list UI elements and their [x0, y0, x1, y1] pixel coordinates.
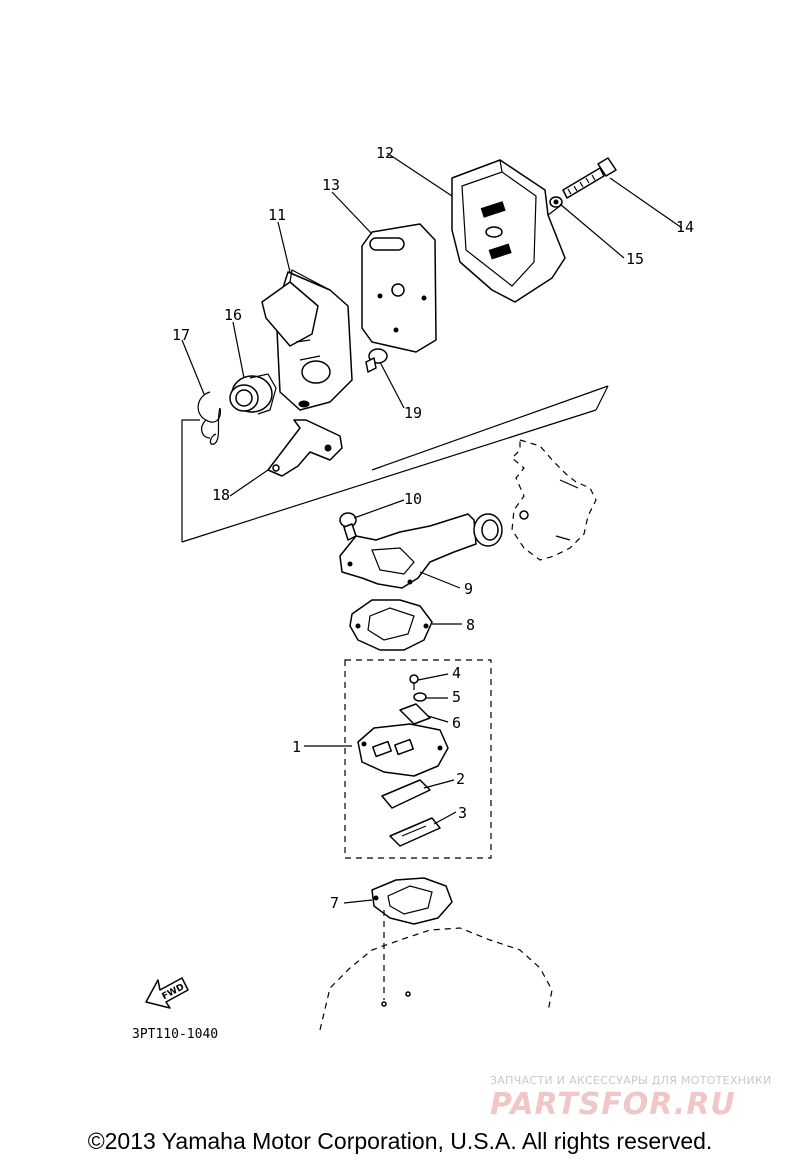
intake-joint — [229, 373, 277, 415]
callout-1: 1 — [292, 738, 301, 756]
manifold-bolt — [339, 512, 357, 541]
callout-17: 17 — [172, 326, 190, 344]
engine-outline-upper — [511, 439, 597, 561]
callout-14: 14 — [676, 218, 694, 236]
intake-manifold — [339, 513, 503, 589]
reed-valve-group-outline — [344, 659, 492, 859]
air-filter-element — [361, 223, 437, 353]
hose-clip — [197, 391, 221, 445]
callout-12: 12 — [376, 144, 394, 162]
mount-bracket — [267, 419, 343, 477]
callout-3: 3 — [458, 804, 467, 822]
reed-stopper — [399, 703, 431, 725]
callout-9: 9 — [464, 580, 473, 598]
reed-valve-assembly — [357, 723, 449, 777]
callout-5: 5 — [452, 688, 461, 706]
cylinder-gasket — [371, 877, 453, 925]
reed-plate — [389, 817, 441, 847]
watermark-logo: PARTSFOR.RU — [490, 1087, 736, 1122]
callout-16: 16 — [224, 306, 242, 324]
cover-screw — [365, 348, 388, 373]
callout-19: 19 — [404, 404, 422, 422]
upper-group-outline — [181, 385, 609, 543]
callout-13: 13 — [322, 176, 340, 194]
reed-petal — [381, 779, 431, 809]
callout-11: 11 — [268, 206, 286, 224]
air-box-case — [451, 159, 566, 303]
callout-6: 6 — [452, 714, 461, 732]
reed-screw — [409, 674, 419, 690]
callout-10: 10 — [404, 490, 422, 508]
watermark-tagline: ЗАПЧАСТИ И АКСЕССУАРЫ ДЛЯ МОТОТЕХНИКИ — [490, 1074, 772, 1087]
case-bolt — [562, 157, 617, 199]
callout-7: 7 — [330, 894, 339, 912]
diagram-code: 3PT110-1040 — [132, 1027, 218, 1042]
callout-2: 2 — [456, 770, 465, 788]
copyright-notice: ©2013 Yamaha Motor Corporation, U.S.A. A… — [87, 1128, 713, 1154]
callout-labels: 12 13 11 14 15 16 17 19 18 10 9 8 4 5 6 … — [172, 144, 694, 912]
washer — [549, 196, 563, 208]
callout-18: 18 — [212, 486, 230, 504]
callout-8: 8 — [466, 616, 475, 634]
engine-outline-lower — [319, 910, 553, 1031]
callout-4: 4 — [452, 664, 461, 682]
reed-washer — [413, 692, 427, 702]
callout-15: 15 — [626, 250, 644, 268]
forward-arrow-icon: FWD — [145, 977, 189, 1009]
manifold-gasket — [349, 599, 433, 651]
air-box-cover — [261, 269, 353, 411]
leader-lines — [181, 152, 683, 904]
